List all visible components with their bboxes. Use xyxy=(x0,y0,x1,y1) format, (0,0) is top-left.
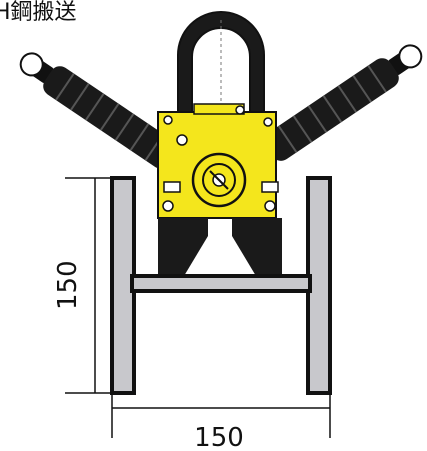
width-label: 150 xyxy=(194,423,244,451)
caption-title: H鋼搬送 xyxy=(0,0,77,25)
magnet-body xyxy=(157,103,279,219)
h-beam xyxy=(110,176,332,395)
bolt-icon xyxy=(162,105,276,212)
height-dimension xyxy=(65,177,112,394)
loop-handle xyxy=(177,11,265,113)
height-label: 150 xyxy=(53,260,83,310)
width-dimension xyxy=(111,393,331,438)
pole-shoes xyxy=(158,217,282,276)
